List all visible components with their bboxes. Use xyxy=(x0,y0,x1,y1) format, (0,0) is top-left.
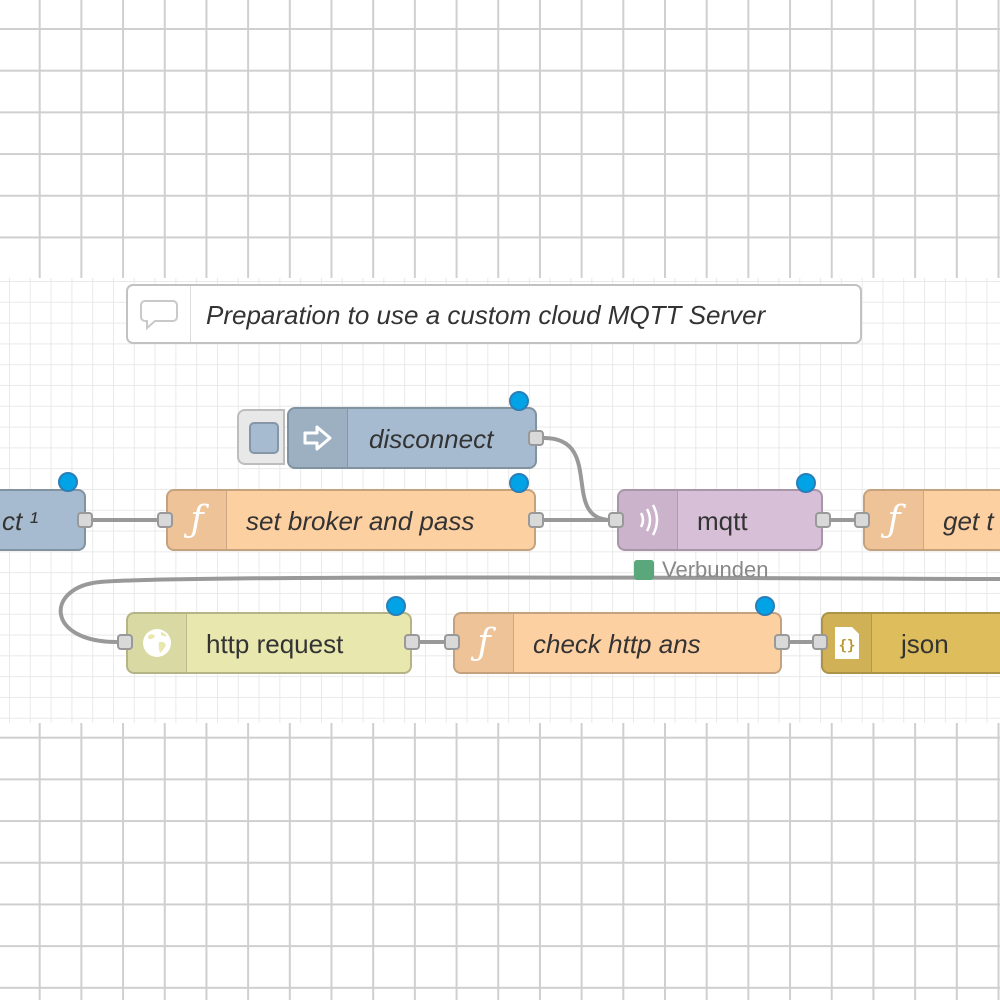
node-label: json xyxy=(901,629,949,659)
node-label: http request xyxy=(206,629,344,659)
svg-text:{}: {} xyxy=(839,638,856,654)
function-icon: ƒ xyxy=(168,491,227,549)
status-indicator xyxy=(634,560,654,580)
json-icon: {} xyxy=(823,614,872,672)
arrow-right-icon xyxy=(289,409,348,467)
function-icon: ƒ xyxy=(865,491,924,549)
changed-indicator xyxy=(509,391,529,411)
input-port[interactable] xyxy=(157,512,173,528)
changed-indicator xyxy=(58,472,78,492)
comment-text: Preparation to use a custom cloud MQTT S… xyxy=(206,300,766,330)
wire-disconnect-to-mqtt[interactable] xyxy=(543,436,612,522)
node-label: ct ¹ xyxy=(2,506,39,536)
mqtt-node[interactable]: mqtt xyxy=(617,489,823,551)
input-port[interactable] xyxy=(444,634,460,650)
wire-loop-to-httprequest[interactable] xyxy=(58,575,1000,644)
changed-indicator xyxy=(796,473,816,493)
comment-icon xyxy=(128,286,191,342)
input-port[interactable] xyxy=(812,634,828,650)
json-node[interactable]: {} json xyxy=(821,612,1000,674)
globe-icon xyxy=(128,614,187,672)
function-node-check-http-ans[interactable]: ƒ check http ans xyxy=(453,612,782,674)
input-port[interactable] xyxy=(854,512,870,528)
inject-node-connect[interactable]: ct ¹ xyxy=(0,489,86,551)
output-port[interactable] xyxy=(404,634,420,650)
function-node-set-broker[interactable]: ƒ set broker and pass xyxy=(166,489,536,551)
changed-indicator xyxy=(509,473,529,493)
http-request-node[interactable]: http request xyxy=(126,612,412,674)
inject-node-disconnect-body[interactable]: disconnect xyxy=(287,407,537,469)
output-port[interactable] xyxy=(528,512,544,528)
comment-node[interactable]: Preparation to use a custom cloud MQTT S… xyxy=(126,284,862,344)
input-port[interactable] xyxy=(117,634,133,650)
node-label: disconnect xyxy=(369,424,494,454)
output-port[interactable] xyxy=(528,430,544,446)
bridge-icon xyxy=(619,491,678,549)
function-icon: ƒ xyxy=(455,614,514,672)
function-node-get-t[interactable]: ƒ get t xyxy=(863,489,1000,551)
changed-indicator xyxy=(386,596,406,616)
wire-layer xyxy=(58,436,1000,644)
inject-trigger-button[interactable] xyxy=(249,422,279,454)
status-text: Verbunden xyxy=(662,557,769,582)
output-port[interactable] xyxy=(77,512,93,528)
node-label: mqtt xyxy=(697,506,748,536)
node-label: check http ans xyxy=(533,629,701,659)
output-port[interactable] xyxy=(774,634,790,650)
changed-indicator xyxy=(755,596,775,616)
output-port[interactable] xyxy=(815,512,831,528)
node-label: get t xyxy=(943,506,994,536)
node-label: set broker and pass xyxy=(246,506,475,536)
mqtt-status: Verbunden xyxy=(634,557,768,583)
input-port[interactable] xyxy=(608,512,624,528)
inject-node-disconnect[interactable] xyxy=(237,409,285,465)
flow-workspace[interactable]: Preparation to use a custom cloud MQTT S… xyxy=(0,278,1000,723)
